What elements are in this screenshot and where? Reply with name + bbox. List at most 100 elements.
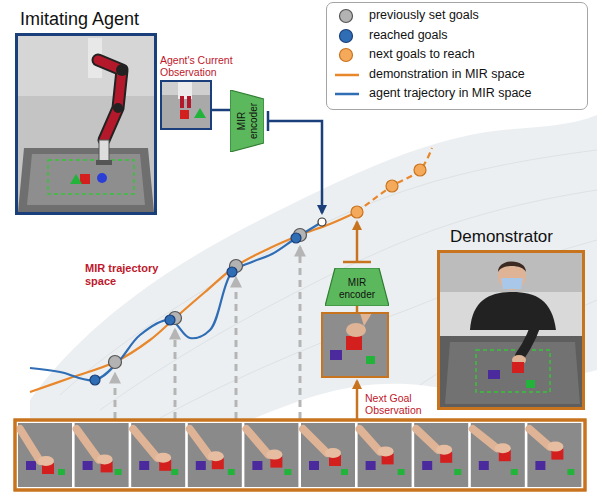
goal-markers-part xyxy=(386,180,398,192)
demonstration-filmstrip-part-part xyxy=(115,469,122,475)
demonstration-filmstrip-part xyxy=(301,423,355,487)
robot-scene-part xyxy=(80,174,90,184)
demonstration-filmstrip-part-part xyxy=(422,461,432,470)
demonstration-filmstrip-part xyxy=(471,423,525,487)
node-heading: Demonstrator xyxy=(450,227,590,247)
goal-markers-part xyxy=(90,375,100,385)
demonstration-filmstrip-part-part xyxy=(366,461,376,470)
demonstration-filmstrip-part xyxy=(18,423,72,487)
demonstrator-photo-part xyxy=(445,342,580,404)
demonstrator-photo-part xyxy=(501,278,523,289)
space-label: MIR trajectory space xyxy=(85,262,175,288)
robot-scene xyxy=(18,36,154,212)
goal-arrows-part xyxy=(174,330,177,419)
goal-arrows-part xyxy=(235,278,238,419)
encoder-trapezoid: MIR encoder xyxy=(230,90,264,152)
demonstration-filmstrip-part-part xyxy=(244,423,298,487)
robot-scene-part xyxy=(70,174,82,184)
demonstration-filmstrip-part-part xyxy=(378,446,394,456)
demonstration-filmstrip-part-part xyxy=(473,429,497,448)
demonstration-filmstrip-part-part xyxy=(454,469,461,475)
next-goal-image-part xyxy=(330,350,342,360)
demonstration-filmstrip-part-part xyxy=(325,448,341,458)
demonstration-filmstrip-part-part xyxy=(535,461,545,470)
goal-markers-part xyxy=(109,356,122,369)
legend-dot xyxy=(340,29,353,42)
demonstration-filmstrip-part xyxy=(358,423,412,487)
demonstration-filmstrip-part-part xyxy=(75,423,129,487)
demonstrator-photo-part xyxy=(439,336,583,408)
next-goal-image-part xyxy=(366,356,375,364)
mir-surface-part xyxy=(160,240,597,418)
demonstrator-photo-part xyxy=(526,380,535,388)
demonstration-filmstrip-part-part xyxy=(414,423,468,487)
goal-markers-part xyxy=(414,164,426,176)
demonstration-filmstrip-part-part xyxy=(83,461,93,470)
robot-scene-part xyxy=(99,140,109,162)
goal-markers-part xyxy=(318,218,326,226)
demonstration-filmstrip-part-part xyxy=(358,423,412,487)
legend-dot xyxy=(340,10,353,23)
demonstration-filmstrip-part-part xyxy=(301,423,355,487)
agent-observation-image-part xyxy=(187,96,191,108)
encoder-output-wires-part xyxy=(356,222,359,262)
robot-scene-part xyxy=(27,154,145,205)
connector-line xyxy=(212,109,230,112)
next-goal-image-part xyxy=(322,313,388,377)
encoder-label: MIR encoder xyxy=(330,277,384,300)
demonstrator-photo-part xyxy=(439,252,583,408)
connector-line xyxy=(356,306,359,312)
demonstration-filmstrip-part-part xyxy=(309,461,319,470)
encoder-label: MIR encoder xyxy=(236,98,259,144)
demonstration-filmstrip-part-part xyxy=(196,461,206,470)
agent-observation-image-part xyxy=(180,110,189,119)
next-goal-image-part xyxy=(346,323,366,337)
demonstration-filmstrip-part-part xyxy=(341,469,348,475)
demonstration-filmstrip-part-part xyxy=(228,469,235,475)
legend-swatch xyxy=(333,7,361,25)
goal-arrows-part xyxy=(114,374,117,419)
robot-scene-part xyxy=(116,64,128,76)
demonstration-filmstrip-part-part xyxy=(208,451,224,461)
demonstration-filmstrip-part xyxy=(414,423,468,487)
demonstration-filmstrip-part-part xyxy=(171,469,178,475)
legend-text: next goals to reach xyxy=(369,47,475,61)
robot-scene-part xyxy=(96,160,112,165)
legend-text: agent trajectory in MIR space xyxy=(369,86,532,100)
robot-scene-part xyxy=(97,173,107,183)
robot-scene-part xyxy=(113,103,123,113)
demonstration-filmstrip-part-part xyxy=(190,429,210,456)
image-frame: Agent's Current Observation xyxy=(160,80,212,130)
node-heading: Next Goal Observation xyxy=(365,392,445,416)
demonstration-filmstrip xyxy=(15,420,585,490)
demonstration-filmstrip-part-part xyxy=(567,469,574,475)
demonstration-filmstrip-part-part xyxy=(436,445,452,455)
demonstration-filmstrip-part-part xyxy=(131,423,185,487)
trajectory-curves-part xyxy=(357,148,432,212)
encoder-trapezoid: MIR encoder xyxy=(325,268,389,306)
demonstration-filmstrip-part-part xyxy=(527,423,581,487)
agent-observation-image-part xyxy=(180,96,184,108)
goal-markers-part xyxy=(291,233,301,243)
goal-markers-part xyxy=(165,315,175,325)
goal-arrows-part xyxy=(299,247,302,419)
demonstrator-photo-part xyxy=(488,370,500,379)
next-goal-image-part xyxy=(346,336,362,350)
encoder-output-wires-part xyxy=(356,381,359,420)
demonstration-filmstrip-part-part xyxy=(495,443,511,453)
legend-entry: reached goals xyxy=(333,27,583,45)
image-frame: Demonstrator xyxy=(437,250,585,410)
trajectory-curves-part xyxy=(30,212,357,392)
demonstration-filmstrip-part-part xyxy=(303,429,327,453)
demonstrator-photo-part xyxy=(476,350,550,392)
demonstrator-photo xyxy=(439,252,583,408)
legend-line-sample xyxy=(333,85,361,103)
demonstration-filmstrip-part-part xyxy=(188,423,242,487)
node-heading: Imitating Agent xyxy=(20,9,180,30)
legend-line xyxy=(335,93,359,96)
demonstration-filmstrip-part-part xyxy=(18,423,72,487)
demonstration-filmstrip-part-part xyxy=(139,461,149,470)
encoder-output-wires-part xyxy=(268,121,322,213)
demonstration-filmstrip-part-part xyxy=(97,454,113,464)
